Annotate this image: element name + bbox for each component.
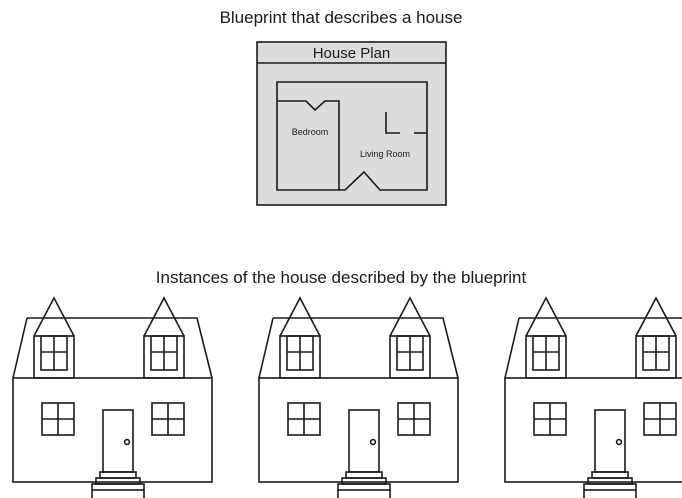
house-instance-1 [12, 297, 213, 498]
room-label-living-room: Living Room [360, 149, 410, 159]
instances-caption: Instances of the house described by the … [155, 268, 527, 287]
room-label-bedroom: Bedroom [292, 127, 329, 137]
floor-plan-outer-walls [276, 81, 428, 191]
blueprint-caption: Blueprint that describes a house [219, 8, 463, 27]
house-instance-2 [258, 297, 459, 498]
house-instance-3 [504, 297, 682, 498]
bedroom-walls [277, 100, 340, 190]
blueprint-title: House Plan [313, 45, 391, 62]
house-plan-blueprint: House Plan Bedroom Living Room [256, 41, 447, 206]
living-room-inner-wall [385, 112, 400, 134]
blueprint-frame [256, 41, 447, 206]
